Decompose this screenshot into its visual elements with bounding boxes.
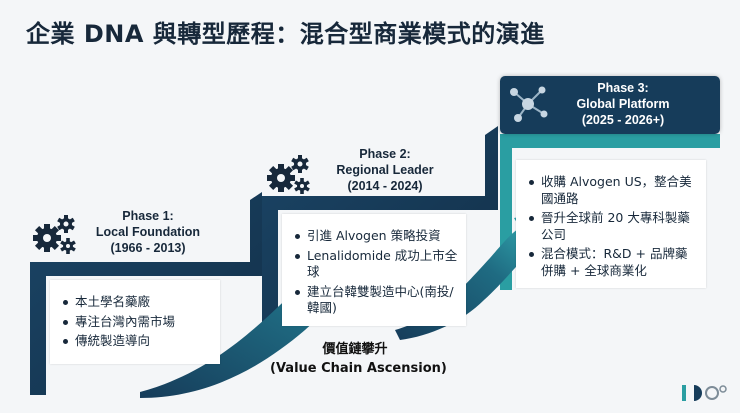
- list-item: 混合模式：R&D + 品牌藥併購 + 全球商業化: [528, 246, 698, 279]
- phase-1-details: 本土學名藥廠 專注台灣內需市場 傳統製造導向: [50, 280, 220, 364]
- gear-cluster-icon: [33, 215, 76, 254]
- phase-1-period: (1966 - 2013): [110, 241, 186, 255]
- list-item: 傳統製造導向: [62, 333, 212, 350]
- phase-2-subtitle: Regional Leader: [336, 163, 434, 177]
- list-item: 收購 Alvogen US，整合美國通路: [528, 174, 698, 207]
- phase-3-period: (2025 - 2026+): [581, 113, 665, 127]
- list-item: 本土學名藥廠: [62, 294, 212, 311]
- list-item: 專注台灣內需市場: [62, 314, 212, 331]
- list-item: 晉升全球前 20 大專科製藥公司: [528, 210, 698, 243]
- phase-1-label: Phase 1: Local Foundation (1966 - 2013): [78, 208, 218, 256]
- phase-3-subtitle: Global Platform: [576, 97, 670, 111]
- phase-2-period: (2014 - 2024): [347, 179, 423, 193]
- list-item: 建立台韓雙製造中心(南投/韓國): [294, 284, 458, 317]
- list-item: Lenalidomide 成功上市全球: [294, 248, 458, 281]
- phase-2-name: Phase 2:: [359, 147, 411, 161]
- value-chain-en: (Value Chain Ascension): [270, 361, 447, 376]
- gear-cluster-icon: [267, 155, 310, 194]
- phase-3-header: [500, 76, 720, 134]
- phase-3-name: Phase 3:: [597, 81, 649, 95]
- molecule-icon: [510, 86, 548, 122]
- phase-3-details: 收購 Alvogen US，整合美國通路 晉升全球前 20 大專科製藥公司 混合…: [516, 160, 706, 288]
- page-title: 企業 DNA 與轉型歷程：混合型商業模式的演進: [26, 20, 545, 48]
- phase-2-details: 引進 Alvogen 策略投資 Lenalidomide 成功上市全球 建立台韓…: [282, 214, 466, 326]
- value-chain-caption: 價值鏈攀升 (Value Chain Ascension): [270, 340, 447, 378]
- phase-2-label: Phase 2: Regional Leader (2014 - 2024): [310, 146, 460, 194]
- list-item: 引進 Alvogen 策略投資: [294, 228, 458, 245]
- phase-1-subtitle: Local Foundation: [95, 225, 201, 239]
- phase-1-name: Phase 1:: [122, 209, 174, 223]
- value-chain-zh: 價值鏈攀升: [322, 342, 388, 357]
- logo-mark-icon: [682, 385, 727, 401]
- phase-3-label: Phase 3: Global Platform (2025 - 2026+): [548, 80, 698, 128]
